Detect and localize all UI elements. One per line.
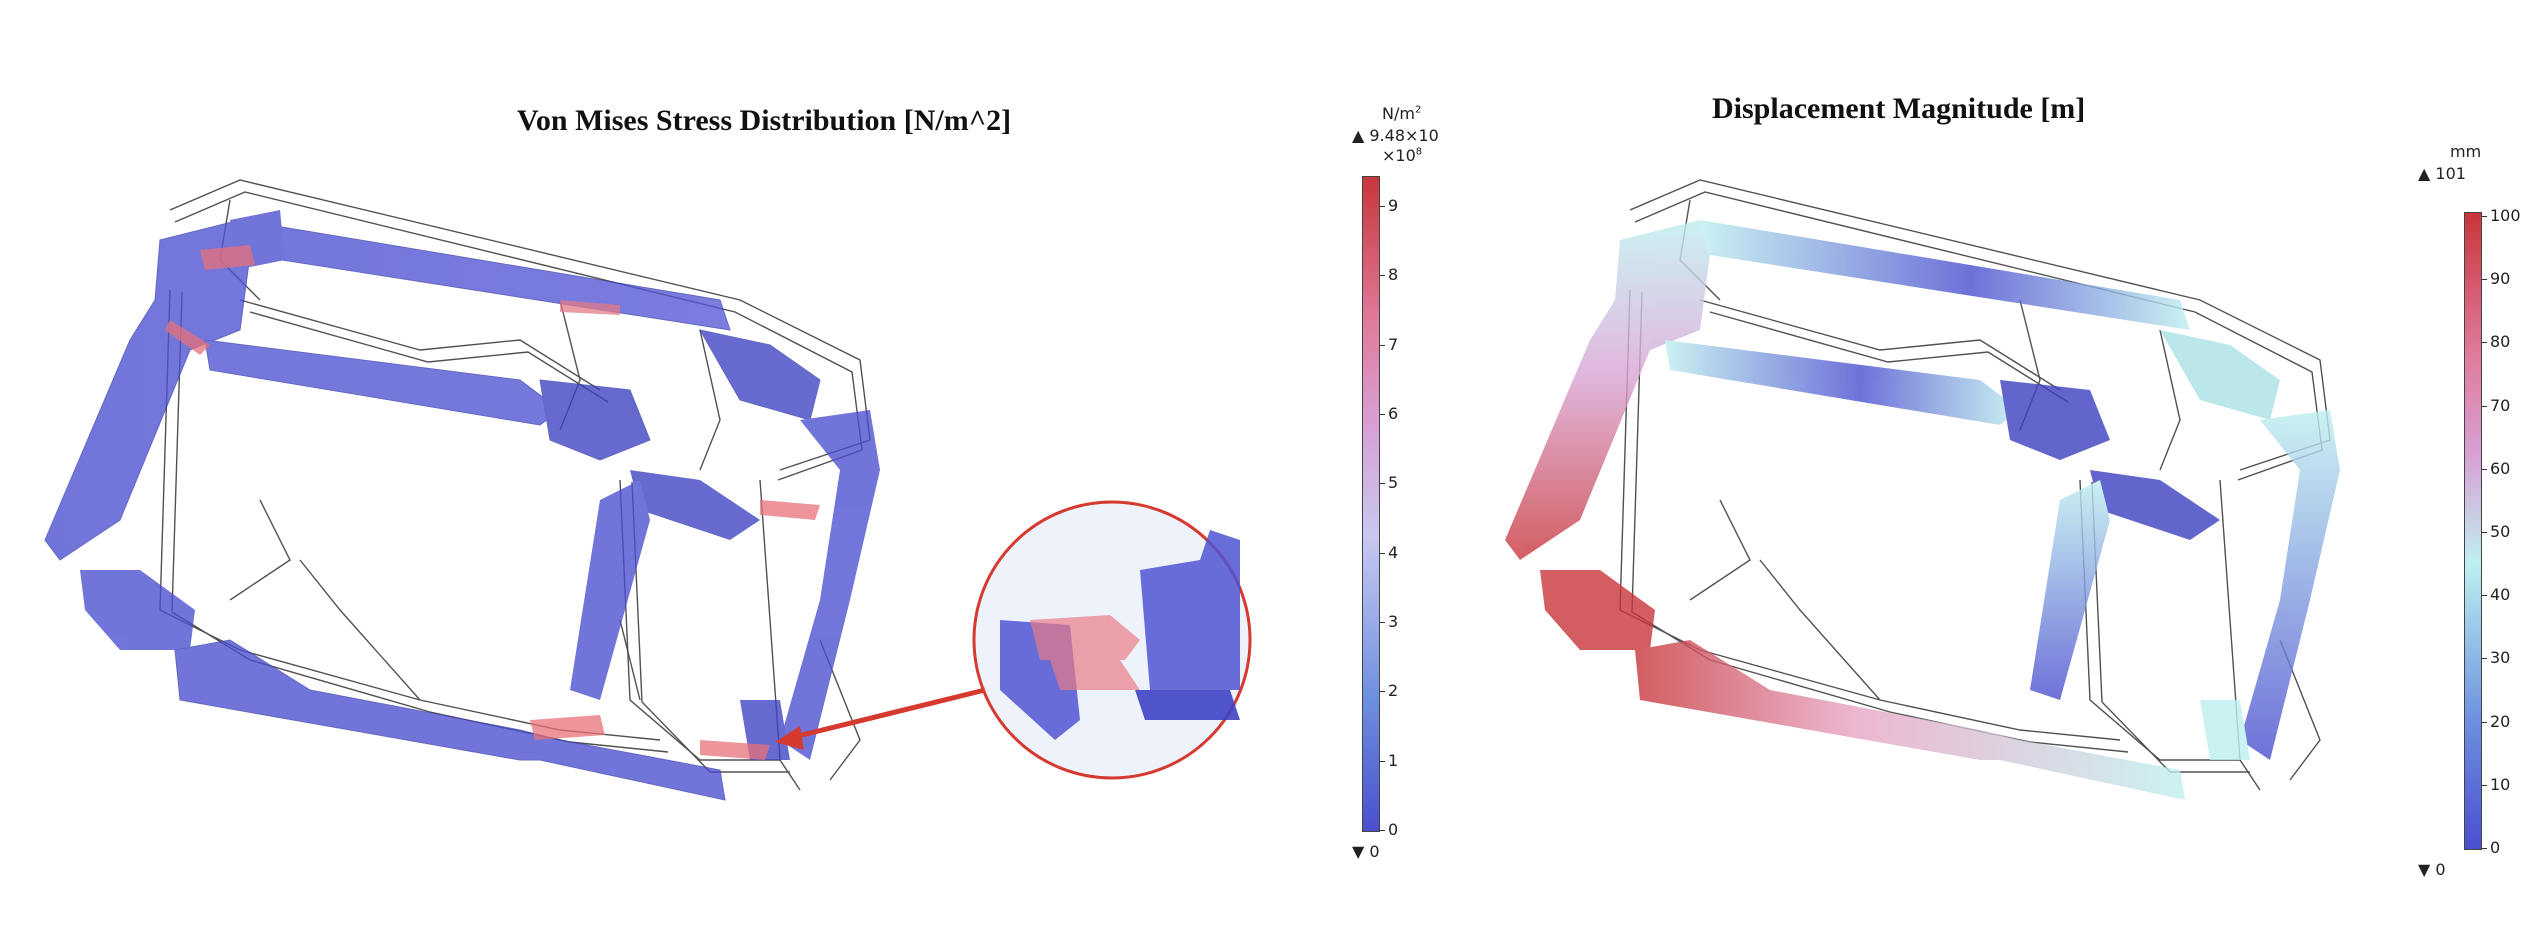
- triangle-down-icon: ▼: [1352, 842, 1365, 861]
- stress-min-value: 0: [1369, 842, 1380, 861]
- colorbar-tick-label: 10: [2490, 774, 2511, 794]
- displacement-colorbar: [2464, 212, 2482, 850]
- stress-colorbar: [1362, 176, 1380, 832]
- colorbar-tick-mark: [1380, 344, 1385, 346]
- stress-hotspots: [165, 245, 820, 760]
- colorbar-tick-label: 70: [2490, 395, 2511, 415]
- displacement-title: Displacement Magnitude [m]: [1712, 92, 2086, 125]
- colorbar-tick-mark: [1380, 622, 1385, 623]
- colorbar-tick-mark: [1380, 691, 1385, 693]
- colorbar-tick-mark: [1380, 760, 1385, 762]
- colorbar-tick-label: 1: [1388, 750, 1399, 770]
- colorbar-tick-label: 80: [2490, 332, 2511, 352]
- triangle-up-icon: ▲: [2418, 164, 2431, 183]
- colorbar-tick-label: 0: [2490, 838, 2501, 857]
- colorbar-tick-mark: [2482, 405, 2487, 407]
- colorbar-tick-mark: [2482, 658, 2487, 660]
- stress-multiplier: ×108: [1382, 146, 1423, 165]
- displacement-max: ▲ 101: [2418, 164, 2466, 183]
- arrow-icon: [775, 687, 986, 750]
- colorbar-tick-label: 50: [2490, 522, 2511, 541]
- stress-max-value: 9.48×10: [1369, 126, 1439, 145]
- displacement-model-view: [1505, 179, 2340, 800]
- colorbar-tick-label: 0: [1388, 820, 1399, 839]
- colorbar-tick-mark: [1380, 414, 1385, 415]
- colorbar-tick-label: 7: [1388, 334, 1399, 354]
- colorbar-tick-mark: [1380, 830, 1385, 831]
- colorbar-tick-label: 40: [2490, 585, 2511, 605]
- colorbar-tick-mark: [1380, 483, 1385, 485]
- stress-panel: Von Mises Stress Distribution [N/m^2]: [44, 104, 1439, 861]
- colorbar-tick-mark: [2482, 532, 2487, 533]
- colorbar-tick-label: 3: [1388, 612, 1399, 631]
- stress-title: Von Mises Stress Distribution [N/m^2]: [517, 104, 1012, 137]
- colorbar-tick-mark: [1380, 552, 1385, 554]
- stress-min: ▼ 0: [1352, 842, 1380, 861]
- colorbar-tick-label: 6: [1388, 404, 1399, 423]
- triangle-down-icon: ▼: [2418, 860, 2431, 879]
- colorbar-tick-mark: [1380, 275, 1385, 277]
- colorbar-tick-label: 2: [1388, 681, 1399, 701]
- colorbar-tick-label: 5: [1388, 473, 1399, 493]
- stress-members: [44, 210, 880, 801]
- colorbar-tick-label: 100: [2490, 206, 2521, 225]
- colorbar-tick-mark: [2482, 595, 2487, 597]
- colorbar-tick-label: 8: [1388, 265, 1399, 285]
- colorbar-tick-mark: [1380, 206, 1385, 207]
- displacement-max-value: 101: [2435, 164, 2466, 183]
- colorbar-tick-mark: [2482, 721, 2487, 723]
- displacement-panel: Displacement Magnitude [m]: [1460, 0, 2521, 948]
- displacement-unit: mm: [2450, 142, 2482, 161]
- displacement-min: ▼ 0: [2418, 860, 2446, 879]
- colorbar-tick-label: 4: [1388, 542, 1399, 562]
- colorbar-tick-label: 30: [2490, 648, 2511, 668]
- colorbar-tick-mark: [2482, 848, 2487, 849]
- triangle-up-icon: ▲: [1352, 126, 1365, 145]
- colorbar-tick-label: 60: [2490, 458, 2511, 478]
- colorbar-tick-label: 20: [2490, 711, 2511, 731]
- stress-unit: N/m2: [1382, 104, 1422, 123]
- colorbar-tick-label: 90: [2490, 269, 2511, 289]
- stress-model-view: [44, 179, 1252, 801]
- displacement-min-value: 0: [2435, 860, 2446, 879]
- colorbar-tick-mark: [2482, 784, 2487, 786]
- zoom-callout: [972, 500, 1252, 780]
- colorbar-tick-label: 9: [1388, 196, 1399, 215]
- colorbar-tick-mark: [2482, 279, 2487, 281]
- colorbar-tick-mark: [2482, 342, 2487, 344]
- colorbar-tick-mark: [2482, 216, 2487, 217]
- colorbar-tick-mark: [2482, 468, 2487, 470]
- stress-max: ▲ 9.48×10: [1352, 126, 1439, 145]
- displacement-members: [1505, 220, 2340, 800]
